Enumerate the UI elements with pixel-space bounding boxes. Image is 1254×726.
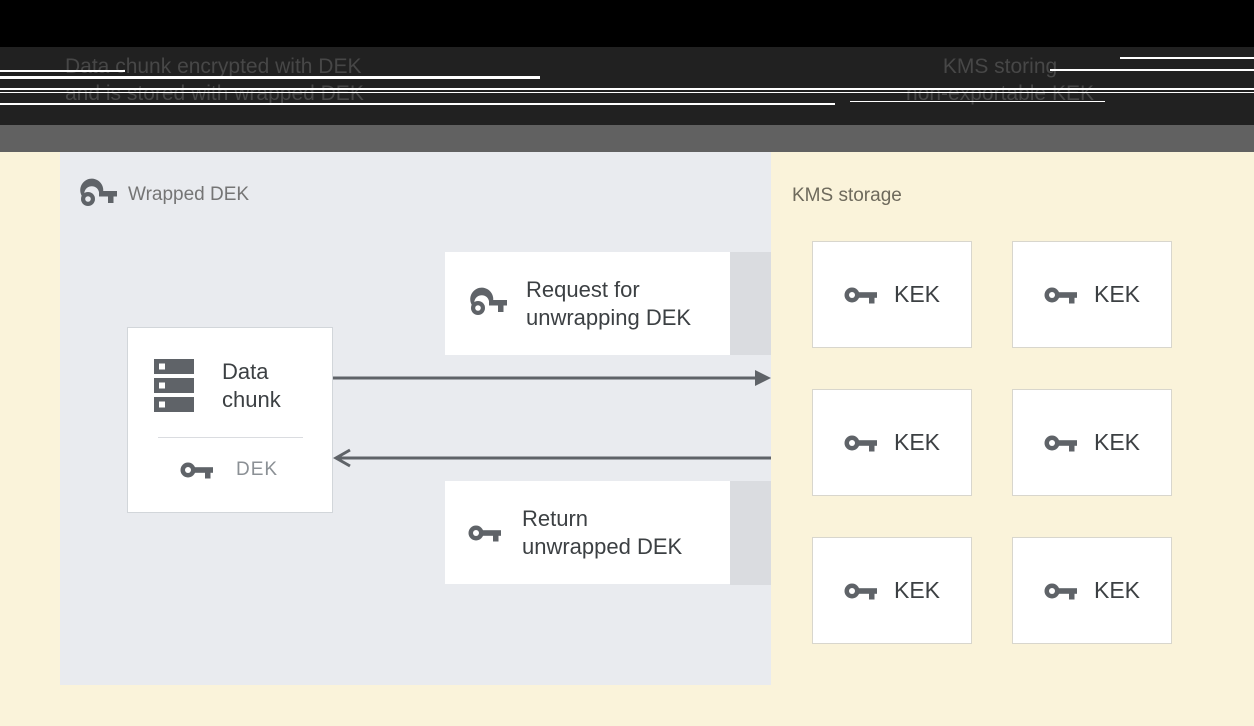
request-arrow: [333, 370, 771, 386]
kek-box: KEK: [1012, 389, 1172, 496]
kek-label: KEK: [893, 281, 941, 307]
dek-label: DEK: [236, 459, 279, 480]
kek-box: KEK: [812, 241, 972, 348]
data-chunk-title: Data chunk: [222, 358, 281, 414]
key-icon: [844, 287, 877, 303]
kek-label: KEK: [1093, 429, 1141, 455]
key-icon: [1044, 435, 1077, 451]
key-icon: [1044, 287, 1077, 303]
dek-row: DEK: [180, 458, 278, 482]
return-unwrap-line1: Return: [522, 505, 589, 531]
glitch-line: [0, 92, 1254, 93]
header-black-band: [0, 0, 1254, 47]
key-icon: [1044, 583, 1077, 599]
return-box-tab: [730, 481, 771, 585]
wrapped-key-icon: [80, 178, 117, 206]
caption-kms-line1: KMS storing: [942, 55, 1058, 78]
glitch-line: [1120, 57, 1254, 59]
request-unwrap-line2: unwrapping DEK: [526, 304, 692, 330]
caption-data-chunk-line1: Data chunk encrypted with DEK: [65, 55, 362, 78]
request-unwrap-text: Request for unwrapping DEK: [526, 276, 691, 332]
data-chunk-title-line1: Data: [222, 359, 269, 384]
wrapped-dek-label: Wrapped DEK: [78, 178, 249, 212]
kek-box: KEK: [1012, 241, 1172, 348]
header-gray-divider: [0, 125, 1254, 152]
kek-label: KEK: [1093, 577, 1141, 603]
caption-kms-line2: non-exportable KEK: [906, 82, 1094, 105]
return-unwrap-box: Return unwrapped DEK: [445, 481, 730, 584]
key-icon: [180, 462, 213, 479]
return-arrow: [332, 448, 771, 468]
kek-box: KEK: [812, 537, 972, 644]
kek-label: KEK: [893, 429, 941, 455]
kms-storage-label: KMS storage: [792, 185, 902, 206]
glitch-line: [0, 70, 125, 72]
request-box-tab: [730, 252, 771, 355]
wrapped-dek-label-text: Wrapped DEK: [128, 184, 250, 205]
glitch-line: [850, 101, 1105, 102]
kek-label: KEK: [893, 577, 941, 603]
wrapped-key-icon: [470, 287, 507, 315]
return-unwrap-text: Return unwrapped DEK: [522, 505, 682, 561]
key-icon: [468, 525, 501, 541]
glitch-line: [0, 88, 1254, 90]
caption-data-chunk-line2: and is stored with wrapped DEK: [65, 82, 364, 105]
data-chunk-divider: [158, 437, 303, 438]
return-unwrap-line2: unwrapped DEK: [522, 533, 683, 559]
request-unwrap-box: Request for unwrapping DEK: [445, 252, 730, 355]
glitch-line: [0, 103, 835, 105]
glitch-line: [1050, 69, 1254, 71]
kek-label: KEK: [1093, 281, 1141, 307]
data-chunk-box: Data chunk DEK: [127, 327, 333, 513]
caption-data-chunk: Data chunk encrypted with DEK and is sto…: [65, 53, 585, 107]
data-chunk-icon: [154, 359, 194, 412]
data-chunk-row: Data chunk: [154, 358, 281, 414]
glitch-line: [0, 76, 540, 79]
kek-box: KEK: [1012, 537, 1172, 644]
key-icon: [844, 583, 877, 599]
key-icon: [844, 435, 877, 451]
request-unwrap-line1: Request for: [526, 276, 640, 302]
kek-box: KEK: [812, 389, 972, 496]
caption-kms: KMS storing non-exportable KEK: [845, 53, 1155, 107]
header-text-band: [0, 47, 1254, 125]
data-chunk-title-line2: chunk: [222, 387, 281, 412]
